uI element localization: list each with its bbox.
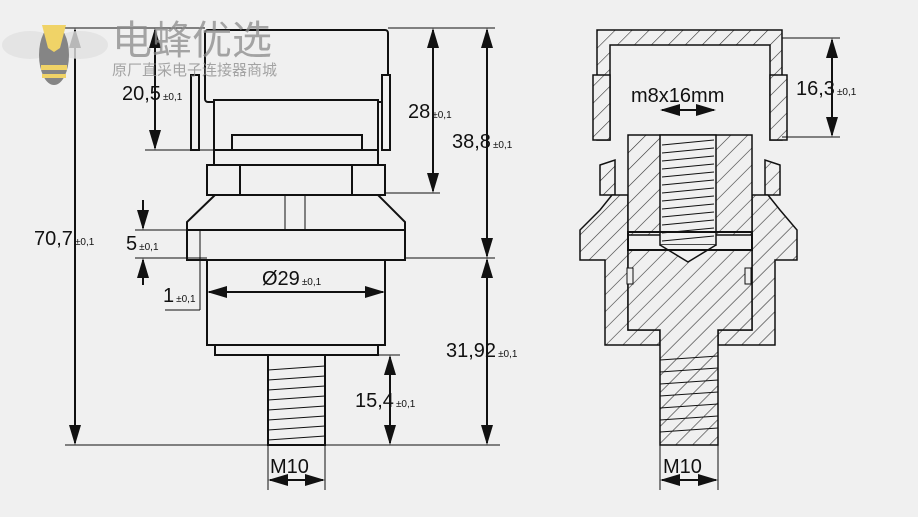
dim-lower-height: 31,92±0,1 [446,340,518,362]
dim-diameter: Ø29±0,1 [262,268,322,290]
thread-lines-left [267,365,326,441]
dim-upper-height: 28±0,1 [408,101,452,123]
dim-flange-thickness: 5±0,1 [126,233,159,255]
thread-label-left: M10 [270,456,309,478]
side-view-outline [186,29,406,446]
thread-label-right: M10 [663,456,702,478]
dim-thread-length: 15,4±0,1 [355,390,416,412]
dim-top-to-flange: 38,8±0,1 [452,131,513,153]
dim-overall-height: 70,7±0,1 [34,228,95,250]
watermark-logo [2,25,108,85]
dim-step: 1±0,1 [163,285,196,307]
watermark-tagline: 原厂直采电子连接器商城 [112,61,277,79]
section-view [579,29,798,446]
watermark-brand: 电蜂优选 [112,18,272,64]
dim-cap-height-section: 16,3±0,1 [796,78,857,100]
side-view-dimension-lines [65,27,500,490]
screw-label: m8x16mm [631,85,724,107]
dim-cap-height: 20,5±0,1 [122,83,183,105]
section-view-dimension-lines [659,37,840,490]
